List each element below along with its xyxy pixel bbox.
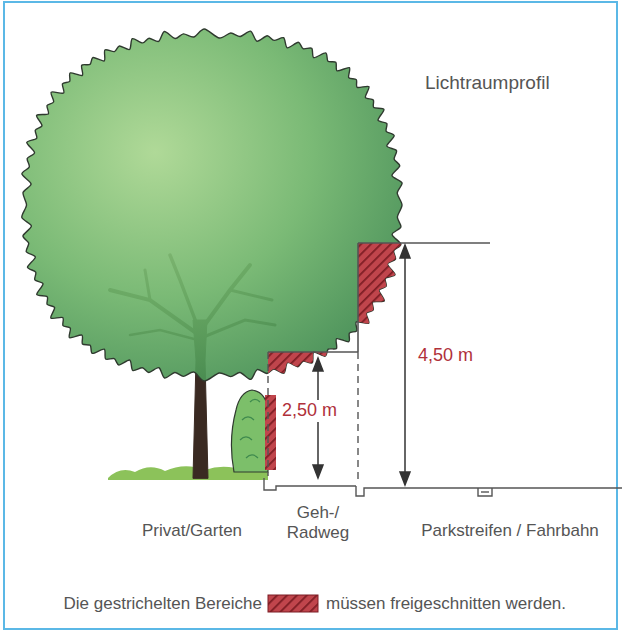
tree-canopy bbox=[22, 29, 402, 381]
hatch-swatch bbox=[268, 595, 318, 612]
frame bbox=[4, 2, 617, 629]
ground bbox=[264, 478, 622, 496]
dimension-arrow bbox=[313, 245, 410, 485]
clearance-line bbox=[268, 243, 490, 484]
legend-note: müssen freigeschnitten werden. bbox=[326, 594, 566, 614]
dimension-label: 2,50 m bbox=[280, 400, 339, 422]
zone-label: Geh-/ Radweg bbox=[287, 503, 349, 544]
cut-region bbox=[268, 243, 428, 392]
hedge bbox=[231, 390, 268, 472]
diagram-title: Lichtraumprofil bbox=[425, 72, 550, 95]
legend-note: Die gestrichelten Bereiche bbox=[64, 594, 262, 614]
zone-label: Privat/Garten bbox=[142, 521, 242, 541]
dimension-label: 4,50 m bbox=[416, 345, 475, 367]
cut-region bbox=[265, 395, 276, 470]
zone-label: Parkstreifen / Fahrbahn bbox=[421, 521, 599, 541]
